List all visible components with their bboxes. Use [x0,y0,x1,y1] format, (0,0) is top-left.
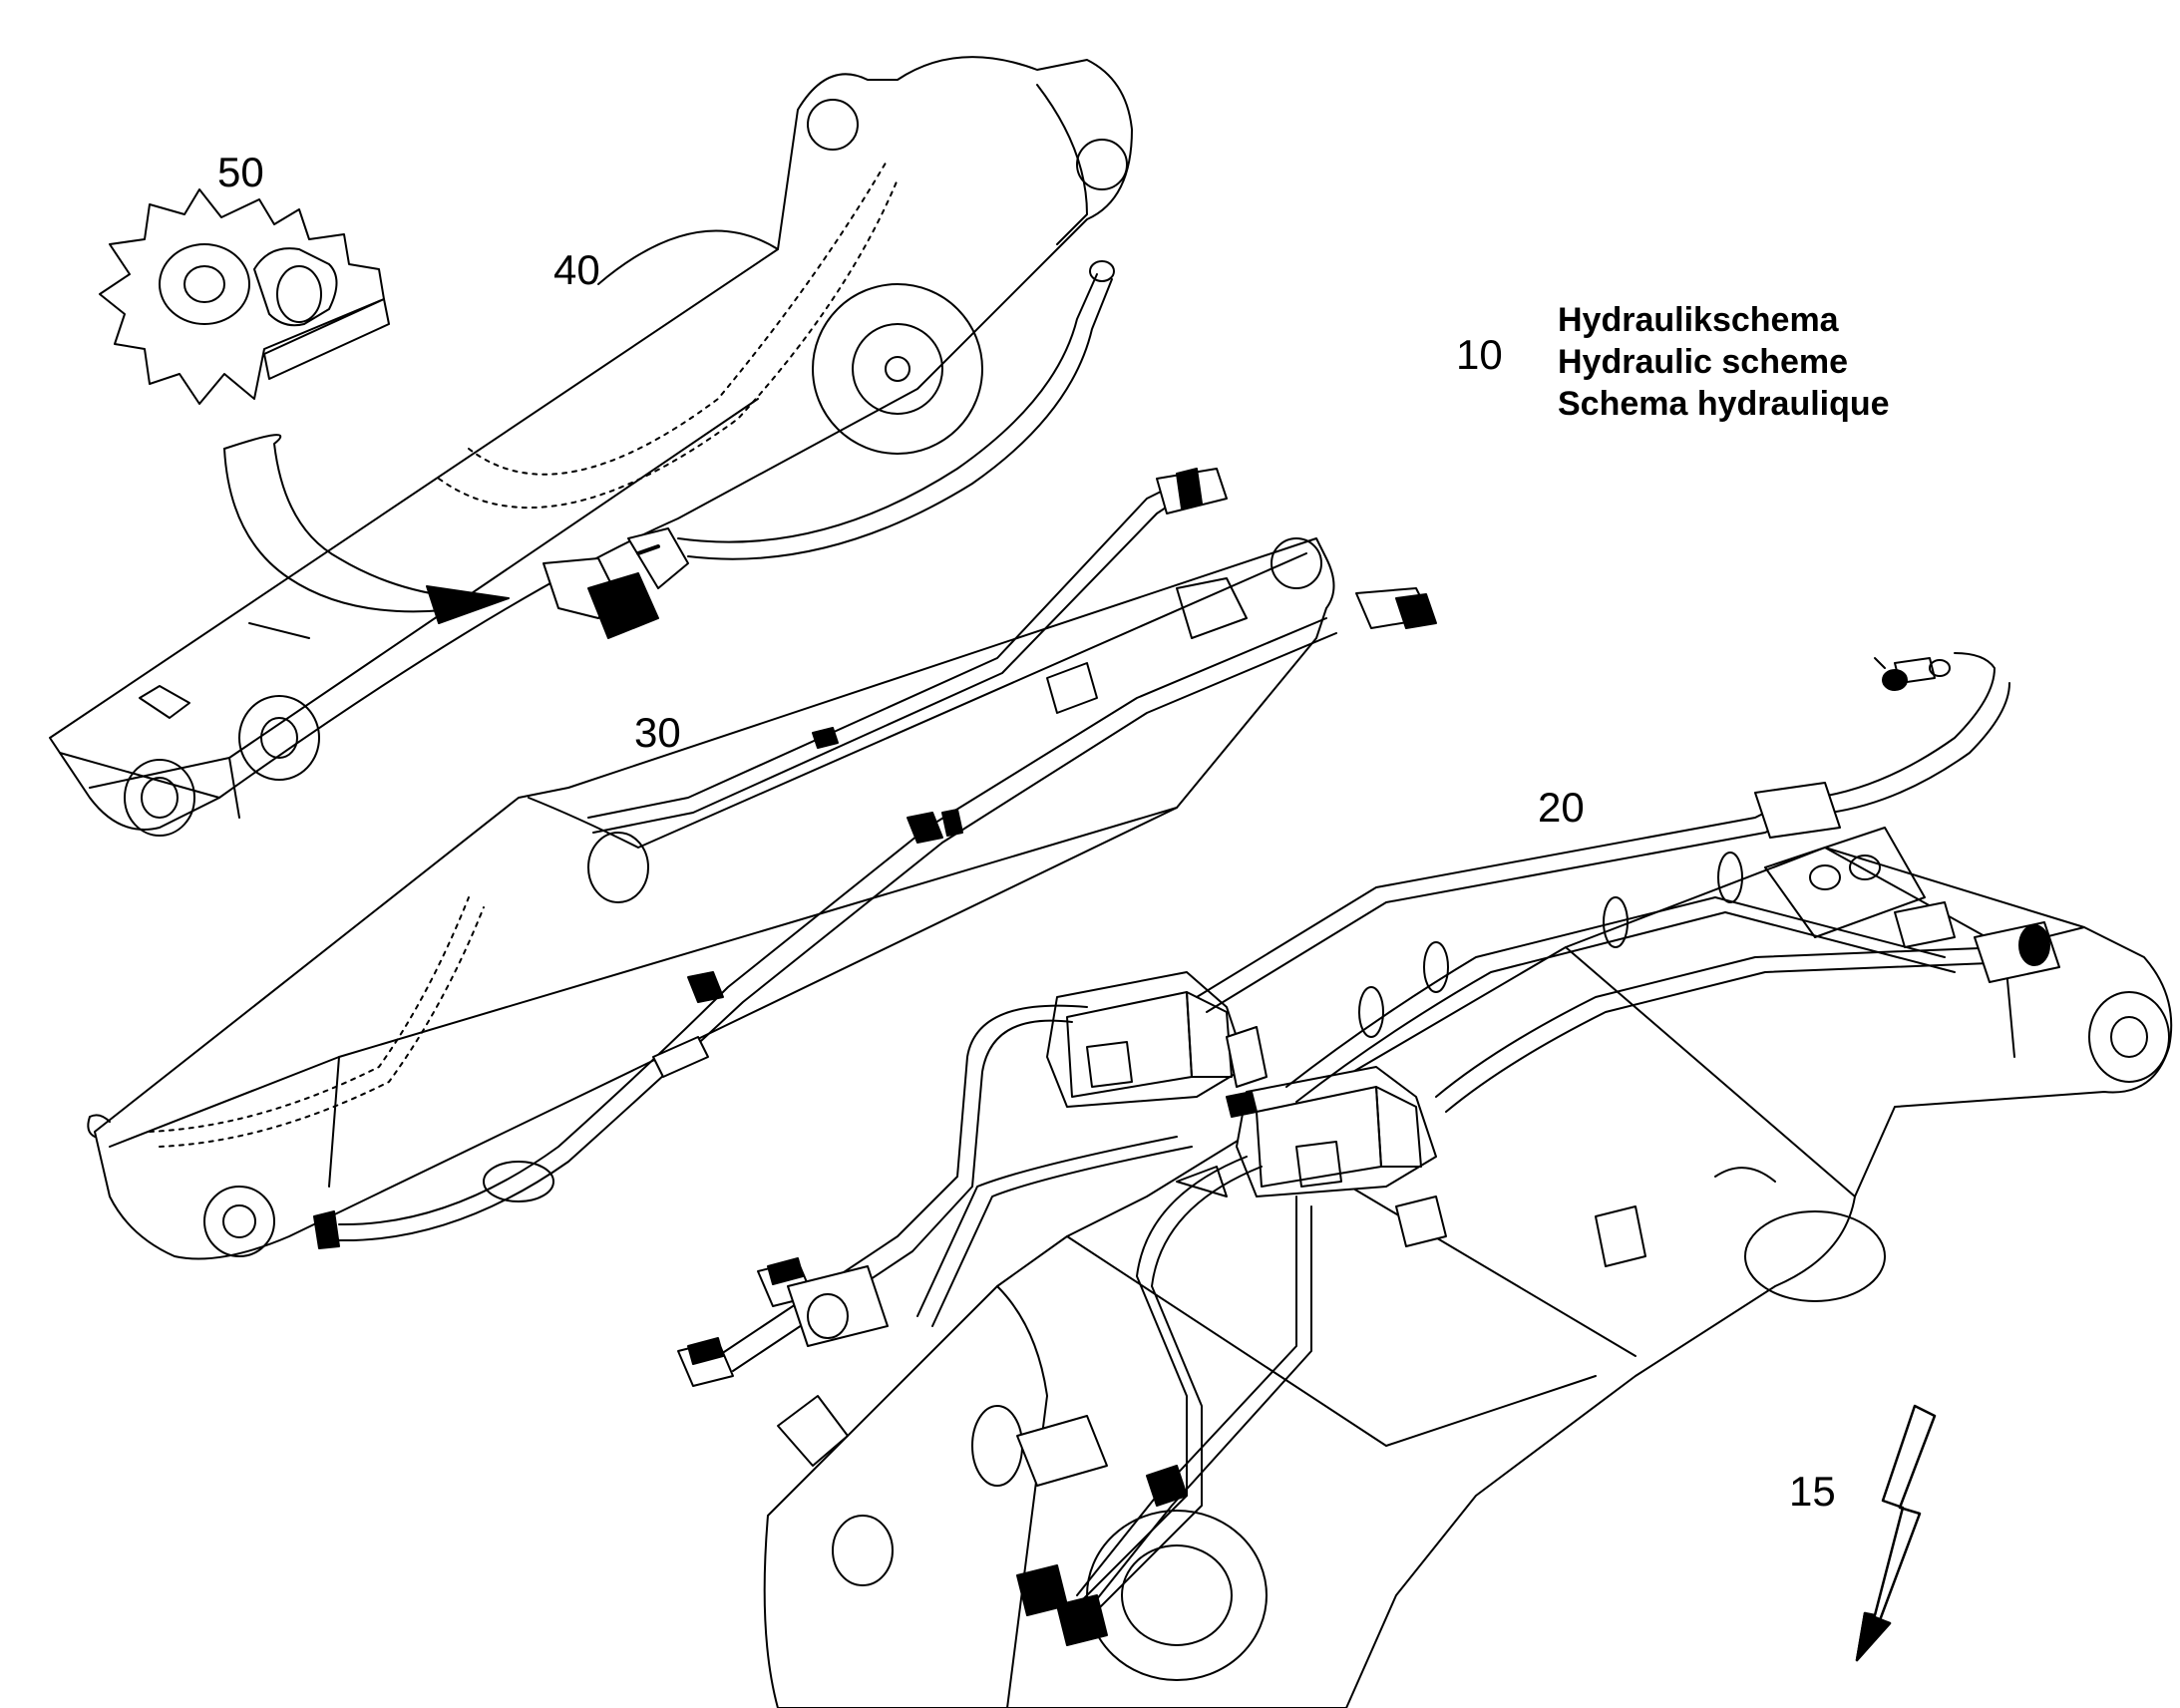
hydraulic-scheme-legend: Hydraulikschema Hydraulic scheme Schema … [1558,299,1890,425]
legend-french: Schema hydraulique [1558,385,1890,423]
valve-blocks-20 [1046,971,1447,1247]
hose-40 [543,260,1115,639]
lightning-arrow-15 [1855,1404,1937,1662]
hoses-30 [87,468,1437,1249]
main-boom-20 [763,827,2173,1708]
boom-30 [94,537,1335,1260]
detail-50-bracket [99,188,390,405]
callout-50: 50 [217,149,264,195]
callout-30: 30 [634,709,681,756]
hoses-20 [677,652,2060,1646]
legend-german: Hydraulikschema [1558,301,1839,339]
callout-20: 20 [1538,784,1585,831]
callout-15: 15 [1789,1468,1836,1515]
legend-english: Hydraulic scheme [1558,343,1849,381]
callout-40: 40 [553,246,600,293]
detail-pointer-arrow [223,434,510,624]
callout-10: 10 [1456,331,1503,378]
arm-boom-40 [49,56,1133,837]
